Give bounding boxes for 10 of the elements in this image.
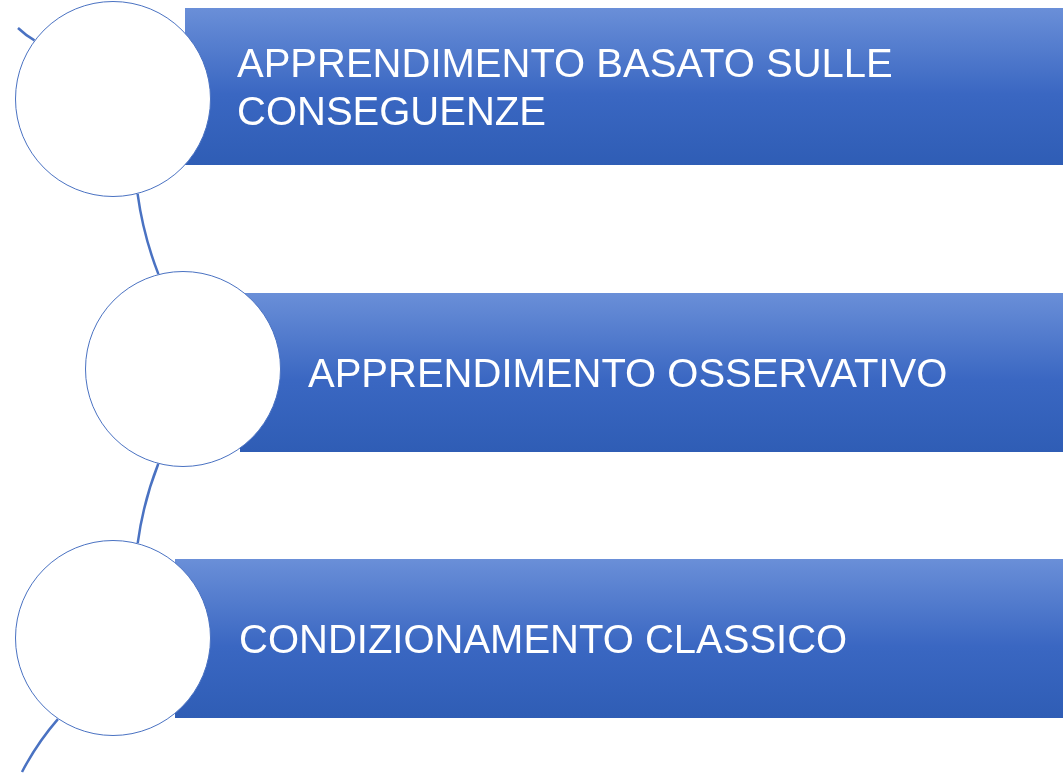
banner-band bbox=[175, 559, 1063, 718]
band-text: CONDIZIONAMENTO CLASSICO bbox=[239, 615, 848, 663]
banner-band bbox=[240, 293, 1063, 452]
connector-line bbox=[20, 718, 59, 773]
connector-line bbox=[136, 463, 160, 544]
band-text: APPRENDIMENTO BASATO SULLE CONSEGUENZE bbox=[237, 39, 894, 135]
connector-line bbox=[17, 27, 36, 42]
connector-line bbox=[136, 193, 160, 275]
band-text: APPRENDIMENTO OSSERVATIVO bbox=[308, 349, 948, 397]
banner-band bbox=[185, 8, 1063, 165]
